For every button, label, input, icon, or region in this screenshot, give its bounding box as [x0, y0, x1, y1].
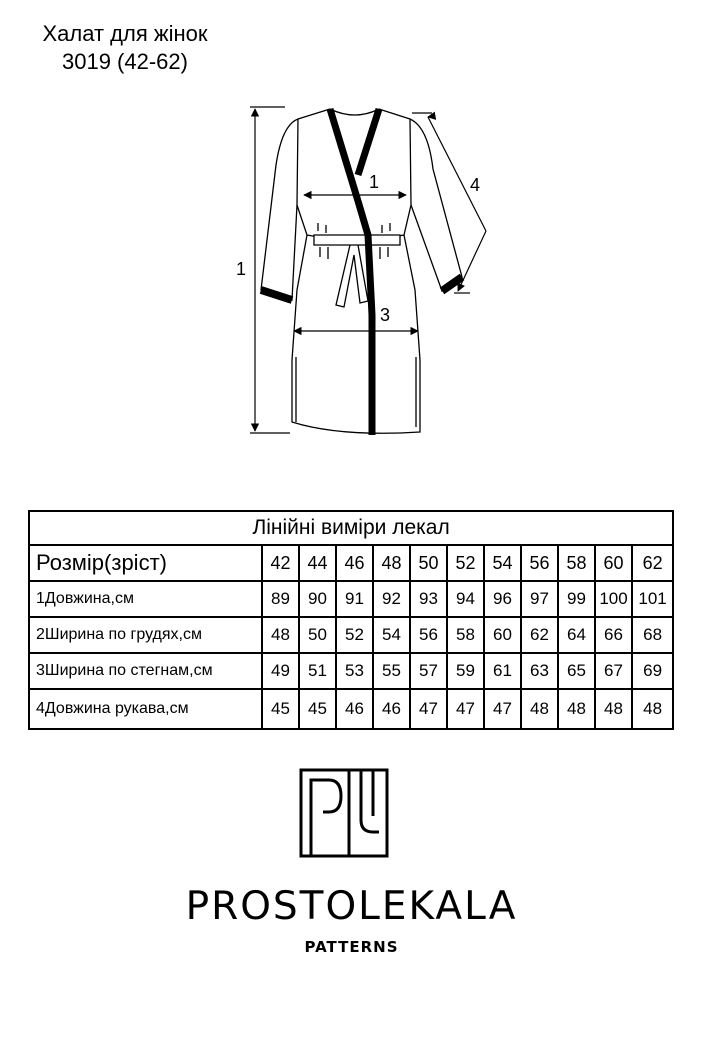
- title-block: Халат для жінок 3019 (42-62): [0, 20, 250, 76]
- value-cell: 60: [483, 616, 522, 654]
- value-cell: 48: [261, 616, 300, 654]
- right-sleeve-outline: [409, 118, 463, 293]
- value-cell: 96: [483, 580, 522, 618]
- value-cell: 99: [557, 580, 596, 618]
- size-cell: 44: [298, 544, 337, 582]
- value-cell: 45: [298, 688, 337, 730]
- row-label: 4Довжина рукава,см: [28, 688, 263, 730]
- value-cell: 48: [594, 688, 633, 730]
- size-cell: 56: [520, 544, 559, 582]
- value-cell: 58: [446, 616, 485, 654]
- measurement-table: Лінійні виміри лекал Розмір(зріст) 42 44…: [27, 510, 675, 730]
- robe-bodice-outline: [291, 108, 421, 434]
- value-cell: 45: [261, 688, 300, 730]
- value-cell: 51: [298, 652, 337, 690]
- dimension-label-hip: 3: [380, 305, 390, 325]
- value-cell: 57: [409, 652, 448, 690]
- value-cell: 48: [630, 688, 675, 730]
- table-row-chest: 2Ширина по грудях,см 48 50 52 54 56 58 6…: [28, 616, 675, 654]
- belt-tie: [335, 244, 369, 308]
- page-title: Халат для жінок: [42, 21, 208, 46]
- dimension-label-sleeve: 4: [470, 175, 480, 195]
- table-row-sleeve: 4Довжина рукава,см 45 45 46 46 47 47 47 …: [28, 688, 675, 730]
- dimension-label-length: 1: [236, 259, 246, 279]
- value-cell: 61: [483, 652, 522, 690]
- value-cell: 54: [372, 616, 411, 654]
- value-cell: 55: [372, 652, 411, 690]
- robe-neckline: [329, 108, 380, 116]
- size-cell: 52: [446, 544, 485, 582]
- size-cell: 50: [409, 544, 448, 582]
- size-cell: 46: [335, 544, 374, 582]
- value-cell: 66: [594, 616, 633, 654]
- row-label: 2Ширина по грудях,см: [28, 616, 263, 654]
- table-caption: Лінійні виміри лекал: [27, 510, 675, 546]
- front-band-top: [354, 107, 383, 177]
- value-cell: 97: [520, 580, 559, 618]
- value-cell: 89: [261, 580, 300, 618]
- size-header-row: Розмір(зріст) 42 44 46 48 50 52 54 56 58…: [28, 544, 675, 582]
- value-cell: 46: [372, 688, 411, 730]
- brand-name: PROSTOLEKALA: [185, 884, 518, 929]
- value-cell: 100: [594, 580, 633, 618]
- belt: [313, 234, 401, 246]
- value-cell: 52: [335, 616, 374, 654]
- value-cell: 90: [298, 580, 337, 618]
- brand-tagline: PATTERNS: [304, 938, 399, 956]
- value-cell: 68: [630, 616, 675, 654]
- value-cell: 67: [594, 652, 633, 690]
- value-cell: 69: [630, 652, 675, 690]
- value-cell: 48: [557, 688, 596, 730]
- size-cell: 42: [261, 544, 300, 582]
- right-cuff: [439, 273, 465, 295]
- size-cell: 58: [557, 544, 596, 582]
- value-cell: 62: [520, 616, 559, 654]
- table-row-hip: 3Ширина по стегнам,см 49 51 53 55 57 59 …: [28, 652, 675, 690]
- value-cell: 47: [409, 688, 448, 730]
- size-label: Розмір(зріст): [28, 544, 263, 582]
- value-cell: 93: [409, 580, 448, 618]
- left-cuff: [259, 286, 294, 304]
- row-label: 3Ширина по стегнам,см: [28, 652, 263, 690]
- value-cell: 50: [298, 616, 337, 654]
- value-cell: 63: [520, 652, 559, 690]
- size-cell: 48: [372, 544, 411, 582]
- value-cell: 94: [446, 580, 485, 618]
- dimension-line-sleeve: [427, 116, 487, 232]
- value-cell: 48: [520, 688, 559, 730]
- size-cell: 54: [483, 544, 522, 582]
- size-cell: 60: [594, 544, 633, 582]
- model-number: 3019 (42-62): [62, 49, 188, 74]
- value-cell: 64: [557, 616, 596, 654]
- robe-technical-drawing: 1 1 3 4: [236, 106, 487, 435]
- table-row-length: 1Довжина,см 89 90 91 92 93 94 96 97 99 1…: [28, 580, 675, 618]
- value-cell: 53: [335, 652, 374, 690]
- value-cell: 46: [335, 688, 374, 730]
- value-cell: 56: [409, 616, 448, 654]
- value-cell: 91: [335, 580, 374, 618]
- value-cell: 65: [557, 652, 596, 690]
- value-cell: 49: [261, 652, 300, 690]
- left-sleeve-outline: [260, 118, 299, 301]
- value-cell: 92: [372, 580, 411, 618]
- row-label: 1Довжина,см: [28, 580, 263, 618]
- value-cell: 101: [630, 580, 675, 618]
- value-cell: 59: [446, 652, 485, 690]
- dimension-label-chest: 1: [369, 172, 379, 192]
- front-band: [326, 107, 376, 435]
- value-cell: 47: [446, 688, 485, 730]
- size-cell: 62: [630, 544, 675, 582]
- brand-logo-icon: [299, 768, 389, 858]
- value-cell: 47: [483, 688, 522, 730]
